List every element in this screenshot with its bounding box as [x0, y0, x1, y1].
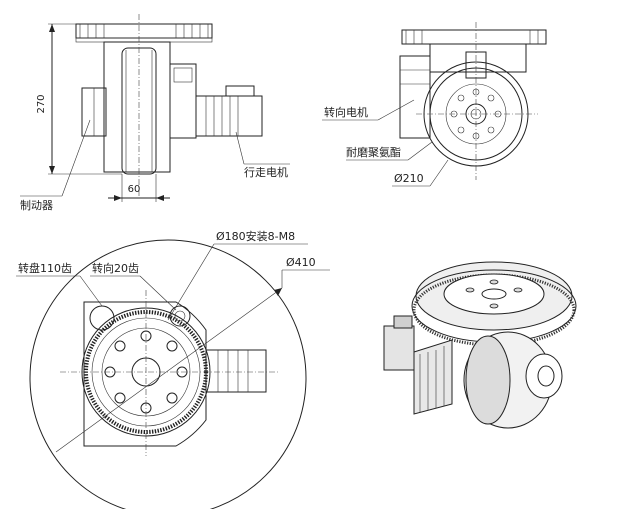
iso-hole — [489, 303, 499, 309]
bolt-hole — [457, 94, 465, 102]
motor-fins — [217, 350, 249, 392]
bolt-hole — [487, 94, 495, 102]
plate-teeth — [405, 30, 539, 44]
slew-ring-label: 转盘110齿 — [18, 261, 72, 275]
mount-hole — [114, 392, 126, 404]
bolt-hole — [487, 126, 495, 134]
mount-hole — [114, 340, 126, 352]
gearbox-cap — [173, 67, 193, 83]
wheel-dia-label: Ø210 — [394, 172, 424, 185]
iso-view — [383, 261, 577, 429]
brake-disk — [89, 305, 115, 331]
iso-motor-cap — [393, 315, 413, 329]
iso-motor-fins — [419, 346, 445, 412]
drive-motor-top — [205, 349, 267, 393]
top-plate — [401, 29, 547, 45]
outer-dia-label: Ø410 — [286, 256, 316, 269]
motor-terminal — [225, 85, 255, 97]
steer-pinion — [169, 305, 191, 327]
leader-brake — [61, 119, 91, 197]
arrow — [274, 288, 282, 296]
iso-hub-bore — [537, 365, 555, 387]
iso-hole — [513, 287, 523, 293]
mount-hole — [166, 340, 178, 352]
leader-slew — [79, 275, 103, 307]
leader-dia — [429, 159, 449, 187]
dia-410-line — [55, 287, 283, 453]
leader-steergear — [139, 275, 177, 311]
mount-plate-rim — [75, 37, 213, 43]
iso-wheel-tread — [465, 335, 511, 425]
drive-motor-label: 行走电机 — [244, 165, 288, 179]
pinion-bore — [174, 310, 186, 322]
motor-bands — [400, 69, 430, 85]
leader-mount — [167, 243, 215, 321]
dim-height-text: 270 — [36, 94, 47, 113]
leader-steer — [377, 99, 415, 121]
iso-steer-motor — [383, 325, 415, 371]
iso-bore — [481, 288, 507, 300]
tread-label: 耐磨聚氨酯 — [346, 146, 401, 159]
steer-gear-label: 转向20齿 — [92, 261, 139, 275]
plate-teeth — [79, 24, 209, 38]
swing-circle — [29, 239, 307, 509]
leader-motor — [235, 131, 245, 165]
side-view: 270 60 制动器 行走电机 — [20, 14, 290, 212]
motor-fins — [205, 96, 239, 136]
top-view: Ø410 Ø180安装8-M8 转盘110齿 转向20齿 — [16, 229, 330, 509]
brake-label: 制动器 — [20, 199, 53, 212]
mount-hole — [166, 392, 178, 404]
front-view: 转向电机 耐磨聚氨酯 Ø210 — [322, 22, 547, 187]
fork-body — [103, 41, 171, 173]
iso-hole — [465, 287, 475, 293]
mount-spec-label: Ø180安装8-M8 — [216, 229, 295, 243]
mount-plate — [75, 23, 213, 39]
leader-tread — [407, 141, 433, 161]
iso-hole — [489, 279, 499, 285]
steer-motor — [399, 55, 431, 139]
bolt-hole — [457, 126, 465, 134]
iso-drive-motor — [413, 339, 453, 415]
dim-width-text: 60 — [128, 184, 141, 195]
steer-motor-label: 转向电机 — [324, 105, 368, 119]
